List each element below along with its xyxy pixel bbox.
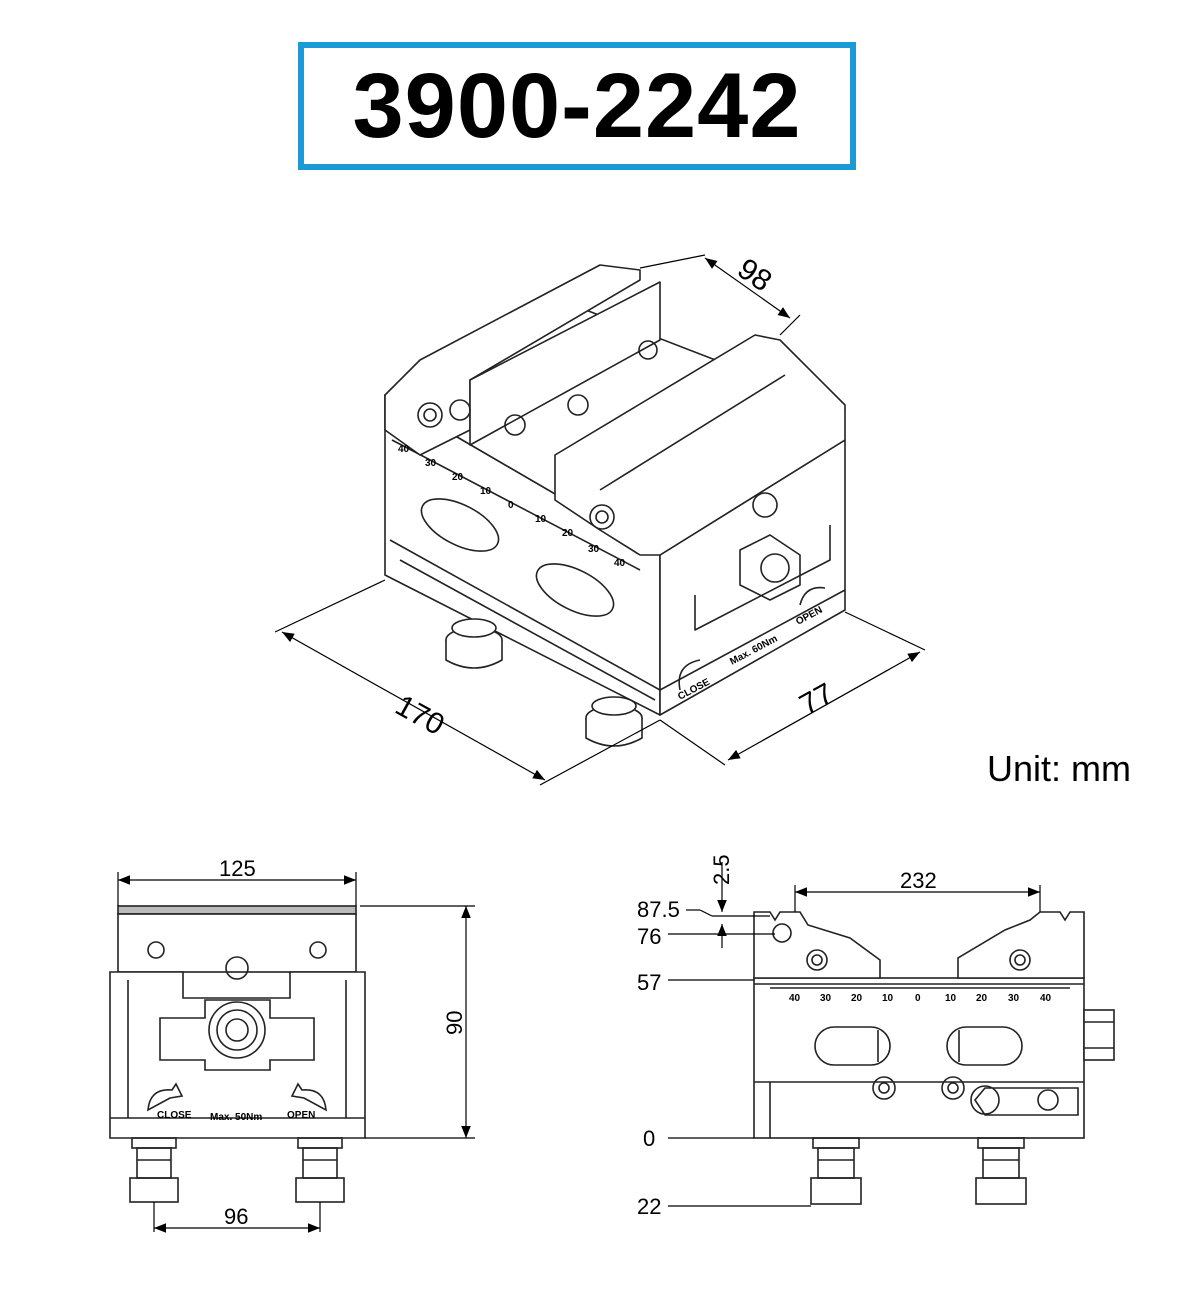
front-labels: CLOSE Max. 50Nm OPEN <box>157 1110 315 1123</box>
side-level-87.5: 87.5 <box>637 897 680 922</box>
iso-jaw-right <box>554 334 846 556</box>
front-foot-right <box>295 1137 345 1203</box>
part-number-box: 3900-2242 <box>298 42 856 170</box>
iso-slot-left <box>420 498 500 552</box>
side-tick: 40 <box>789 993 801 1004</box>
side-slot-right <box>946 1026 1023 1066</box>
unit-label: Unit: mm <box>987 748 1131 789</box>
iso-tick: 0 <box>508 500 514 511</box>
front-spindle <box>208 1001 266 1059</box>
side-spindle <box>1083 1009 1115 1061</box>
front-serration <box>117 905 357 915</box>
front-torque-label: Max. 50Nm <box>210 1112 262 1123</box>
iso-open-arrow <box>799 586 826 606</box>
front-view <box>109 905 366 1203</box>
side-foot-right <box>975 1137 1027 1205</box>
side-tick: 20 <box>851 993 863 1004</box>
side-tick: 10 <box>945 993 957 1004</box>
iso-dimensions <box>274 254 926 786</box>
side-scale-labels: 40 30 20 10 0 10 20 30 40 <box>789 993 1052 1004</box>
side-jaw-left <box>753 911 881 979</box>
iso-tick: 10 <box>535 514 547 525</box>
iso-tick: 30 <box>425 458 437 469</box>
front-open-label: OPEN <box>287 1110 315 1121</box>
iso-tick: 30 <box>588 544 600 555</box>
side-level-57: 57 <box>637 970 661 995</box>
front-dim-height: 90 <box>442 1011 467 1035</box>
side-tick: 0 <box>915 993 921 1004</box>
iso-tick: 20 <box>562 528 574 539</box>
side-tick: 10 <box>882 993 894 1004</box>
iso-dim-width: 77 <box>794 677 839 722</box>
iso-tick: 20 <box>452 472 464 483</box>
side-view <box>753 911 1115 1205</box>
front-dimensions <box>117 872 475 1233</box>
front-jaw-plate <box>117 913 357 973</box>
iso-dim-length: 170 <box>390 689 450 742</box>
front-foot-left <box>129 1137 179 1203</box>
side-lever <box>974 1087 1079 1116</box>
iso-foot-left <box>445 618 503 669</box>
front-close-label: CLOSE <box>157 1110 192 1121</box>
isometric-view <box>384 264 846 747</box>
side-dim-step: 2.5 <box>709 854 734 885</box>
iso-jaw-left <box>384 264 641 456</box>
side-level-0: 0 <box>643 1126 655 1151</box>
side-dim-span: 232 <box>900 868 937 893</box>
side-jaw-right <box>957 911 1085 979</box>
front-dim-width: 125 <box>219 856 256 881</box>
side-level-22: 22 <box>637 1194 661 1219</box>
side-level-76: 76 <box>637 924 661 949</box>
side-dimensions <box>668 862 1041 1207</box>
front-dim-pins: 96 <box>224 1204 248 1229</box>
iso-slot-right <box>535 563 615 617</box>
iso-tick: 10 <box>480 486 492 497</box>
side-slot-left <box>814 1026 891 1066</box>
iso-close-arrow <box>678 659 701 691</box>
iso-foot-right <box>585 696 643 747</box>
front-close-arrow <box>147 1082 184 1112</box>
side-foot-left <box>810 1137 862 1205</box>
iso-tick: 40 <box>614 558 626 569</box>
side-tick: 30 <box>1008 993 1020 1004</box>
front-open-arrow <box>290 1082 327 1112</box>
side-tick: 40 <box>1040 993 1052 1004</box>
iso-dim-jaw: 98 <box>731 252 777 298</box>
side-tick: 30 <box>820 993 832 1004</box>
side-tick: 20 <box>976 993 988 1004</box>
iso-tick: 40 <box>398 444 410 455</box>
part-number: 3900-2242 <box>352 54 802 157</box>
